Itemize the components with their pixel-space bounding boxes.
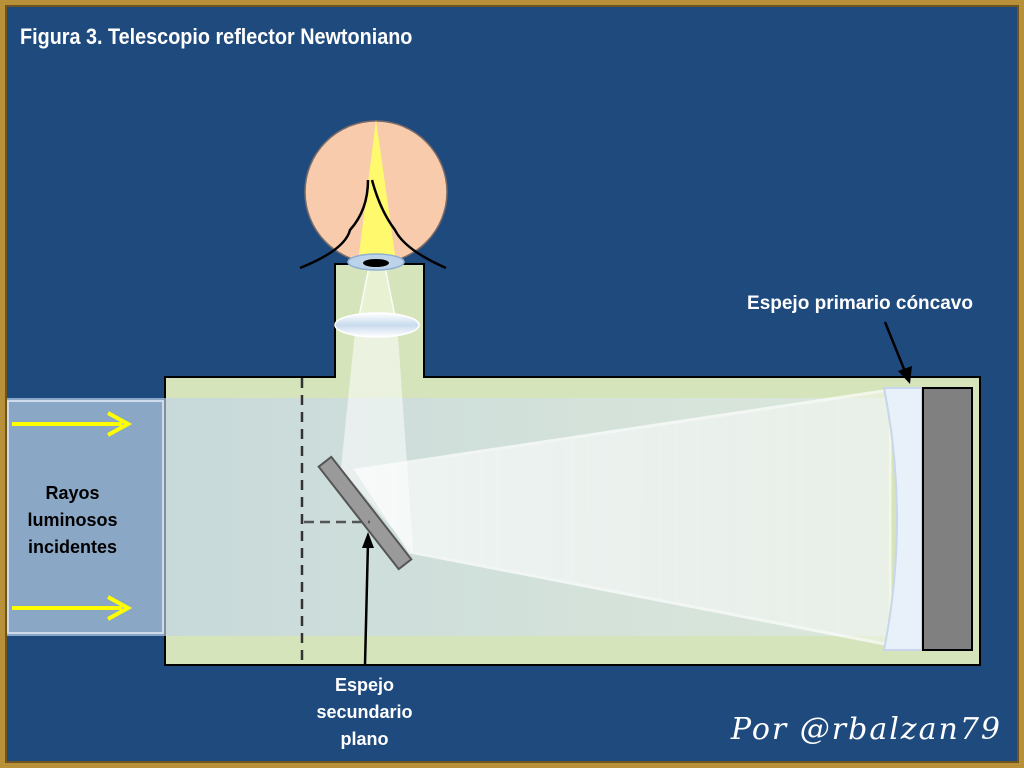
primary-mirror-pointer-arrow — [883, 321, 912, 384]
incident-ray-arrow-top — [12, 411, 133, 437]
eye-pupil — [363, 259, 389, 267]
primary-concave-mirror — [882, 387, 923, 651]
secondary-mirror — [317, 455, 413, 571]
eye-lid-right — [370, 179, 447, 270]
incident-ray-arrow-bottom — [12, 595, 133, 621]
eye-lid-left — [299, 179, 370, 270]
primary-mirror-backing — [922, 387, 973, 651]
secondary-mirror-label: Espejo secundario plano — [316, 675, 413, 749]
page-title: Figura 3. Telescopio reflector Newtonian… — [20, 24, 413, 49]
incident-rays-label: Rayos luminosos incidentes — [27, 483, 118, 557]
incident-light-beam-edge — [7, 400, 164, 634]
secondary-mirror-pointer-arrow — [362, 532, 374, 666]
reflected-light-cone — [353, 388, 892, 647]
eyepiece-lens — [334, 312, 420, 338]
author-signature: Por @rbalzan79 — [730, 712, 1002, 747]
primary-mirror-label: Espejo primario cóncavo — [747, 293, 973, 314]
eye-light-ray — [358, 120, 396, 262]
